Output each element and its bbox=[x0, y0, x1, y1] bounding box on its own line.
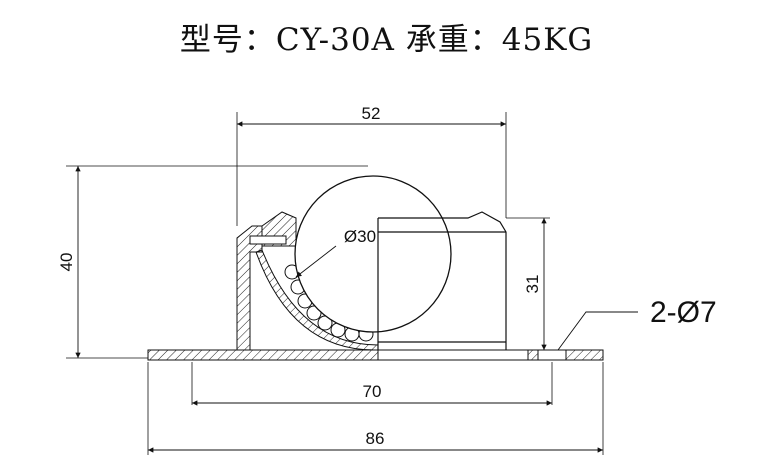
model-title: 型号：CY-30A 承重：45KG bbox=[179, 22, 594, 58]
holes-callout: 2-Ø7 bbox=[650, 296, 717, 329]
dim-52-label: 52 bbox=[362, 104, 381, 123]
housing-wall bbox=[236, 211, 297, 351]
dim-40-label: 40 bbox=[57, 253, 76, 272]
dim-86-label: 86 bbox=[366, 429, 385, 448]
holes-leader bbox=[557, 311, 638, 351]
side-view-body bbox=[377, 211, 507, 350]
dim-31-label: 31 bbox=[523, 275, 542, 294]
base-plate bbox=[147, 349, 604, 361]
dimension-lines bbox=[75, 121, 603, 453]
main-ball bbox=[294, 175, 452, 333]
extension-lines bbox=[66, 112, 604, 455]
dim-ball-diameter-label: Ø30 bbox=[344, 227, 376, 246]
dim-70-label: 70 bbox=[363, 382, 382, 401]
